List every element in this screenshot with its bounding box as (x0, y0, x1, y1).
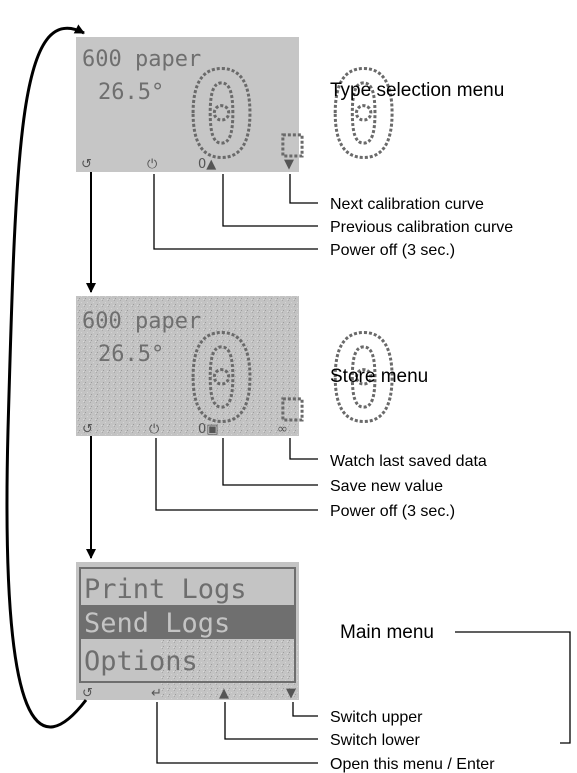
menu-highlight-bar (80, 605, 295, 639)
up-arrow-icon: ▲ (219, 686, 229, 701)
screen-store: 600 paper 26.5° 0.0 ↺ ⏻ 0▣ ∞ (76, 296, 401, 450)
callout-line-power-off-2 (155, 438, 318, 511)
menu-item-send-logs: Send Logs (84, 608, 230, 639)
lcd-line-1: 600 paper (82, 47, 201, 72)
callout-line-save-new (222, 438, 318, 486)
lcd-line-2: 26.5° (98, 342, 164, 367)
down-arrow-icon: ▼ (284, 157, 294, 172)
lcd-noise (160, 640, 299, 700)
menu-item-options: Options (84, 646, 198, 677)
lcd-big-value: 0.0 (186, 310, 399, 448)
menu-title-store: Store menu (330, 366, 428, 387)
callout-power-off-2: Power off (3 sec.) (330, 503, 455, 520)
loop-arrow (5, 24, 88, 729)
menu-title-type-selection: Type selection menu (330, 80, 504, 101)
callout-line-switch-upper (292, 702, 318, 717)
down-arrow-icon: ▼ (286, 686, 296, 701)
callout-line-watch-saved (289, 438, 318, 460)
callout-switch-lower: Switch lower (330, 732, 420, 749)
screen-type-selection: 600 paper 26.5° 0.0 ↺ ⏻ 0▲ ▼ (76, 37, 401, 186)
save-icon: 0▣ (198, 422, 219, 437)
main-menu-return-line (455, 631, 571, 744)
callout-open-menu: Open this menu / Enter (330, 756, 495, 773)
rotate-icon: ↺ (81, 157, 92, 172)
callout-watch-saved: Watch last saved data (330, 453, 487, 470)
menu-item-print-logs: Print Logs (84, 574, 247, 605)
callout-next-calibration: Next calibration curve (330, 196, 484, 213)
lcd-noise (76, 296, 299, 436)
lcd-big-value: 0.0 (186, 46, 399, 184)
rotate-icon: ↺ (82, 422, 93, 437)
callout-line-switch-lower (224, 702, 318, 740)
lcd-line-2: 26.5° (98, 80, 164, 105)
callout-switch-upper: Switch upper (330, 709, 423, 726)
lcd-panel (76, 37, 299, 172)
view-icon: ∞ (277, 422, 288, 437)
callout-line-open-menu (156, 702, 318, 764)
up-arrow-icon: 0▲ (198, 157, 216, 172)
screen-main-menu: Print Logs Send Logs Options ↺ ↵ ▲ ▼ (76, 562, 299, 701)
menu-title-main: Main menu (340, 622, 434, 643)
power-icon: ⏻ (149, 422, 159, 437)
power-icon: ⏻ (147, 157, 157, 172)
lcd-line-1: 600 paper (82, 309, 201, 334)
callout-power-off-1: Power off (3 sec.) (330, 242, 455, 259)
callout-save-new: Save new value (330, 478, 443, 495)
callout-line-previous (222, 174, 318, 227)
callout-previous-calibration: Previous calibration curve (330, 219, 513, 236)
callout-line-next (289, 174, 318, 204)
callout-line-power-off-1 (153, 174, 318, 250)
enter-icon: ↵ (151, 686, 162, 701)
rotate-icon: ↺ (82, 686, 93, 701)
